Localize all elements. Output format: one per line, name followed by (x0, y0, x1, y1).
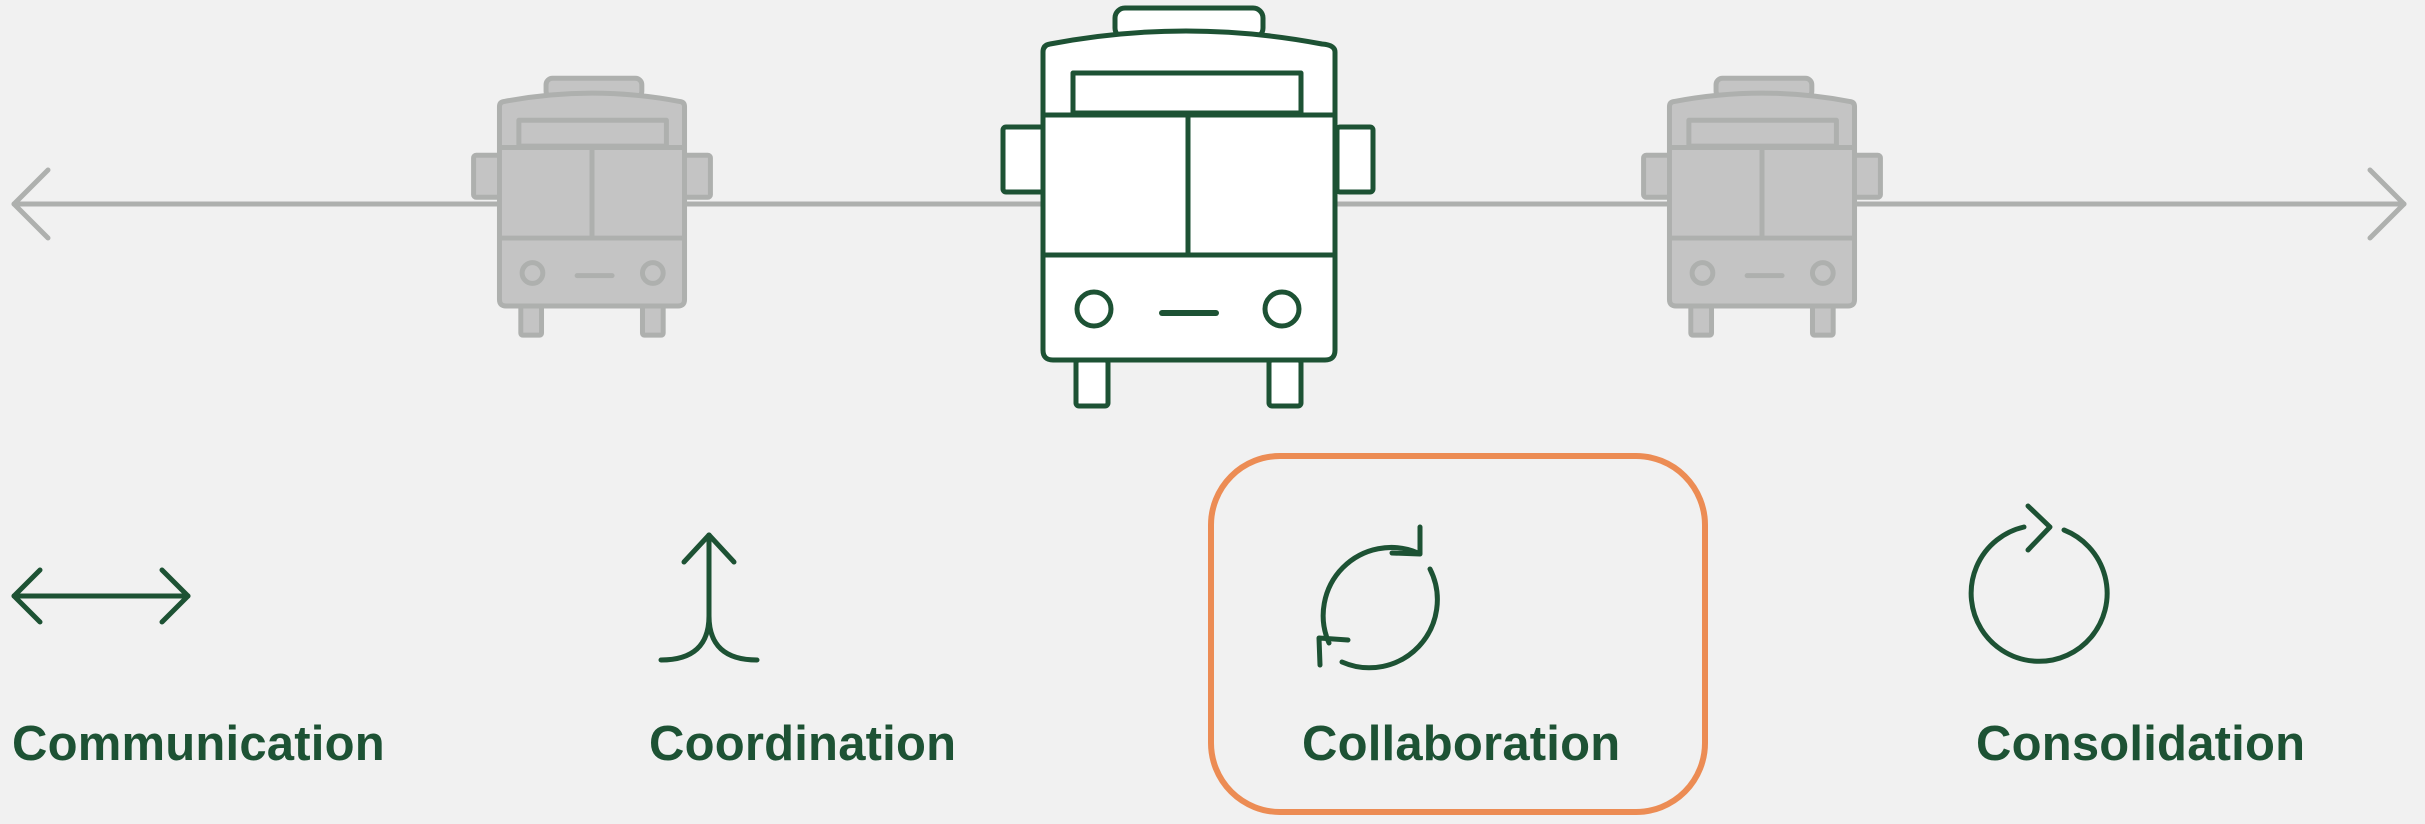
merge-arrow-icon (658, 532, 760, 663)
bus-left-icon (471, 75, 713, 338)
timeline-left-arrowhead (11, 167, 51, 241)
stage-label-coordination: Coordination (649, 717, 957, 771)
double-arrow-icon (11, 567, 191, 625)
bus-center-icon (1000, 5, 1376, 409)
bus-right-icon (1641, 75, 1883, 338)
refresh-circle-icon (1968, 503, 2110, 664)
selected-stage-highlight (1208, 453, 1708, 815)
timeline-right-arrowhead (2367, 167, 2407, 241)
stage-label-communication: Communication (12, 717, 385, 771)
cycle-arrows-icon (1316, 524, 1440, 671)
stage-label-collaboration: Collaboration (1302, 717, 1621, 771)
stage-label-consolidation: Consolidation (1976, 717, 2306, 771)
